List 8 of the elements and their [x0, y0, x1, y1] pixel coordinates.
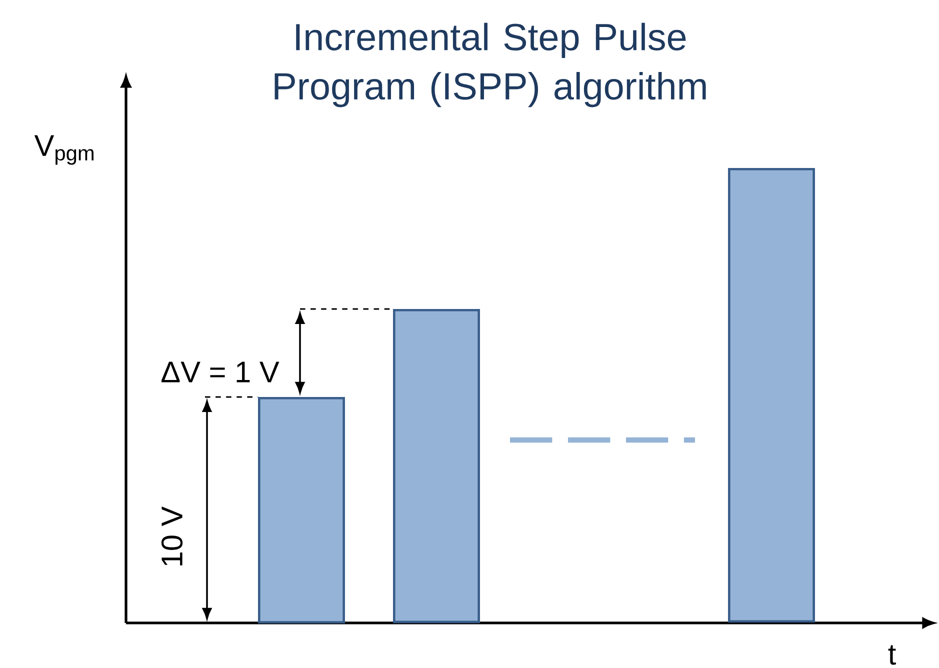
pulse-bar [258, 397, 345, 624]
axis-label: V$_{pgm}$ [34, 135, 94, 165]
pulse-bar [393, 309, 480, 624]
dimension-label: ΔV = 1 V [162, 362, 280, 382]
dimension-label: 10 V [161, 506, 183, 566]
axis-label: t [888, 645, 896, 665]
pulse-bar [728, 168, 815, 623]
title: Incremental Step Pulse Program (ISPP) algorithm [274, 22, 706, 108]
